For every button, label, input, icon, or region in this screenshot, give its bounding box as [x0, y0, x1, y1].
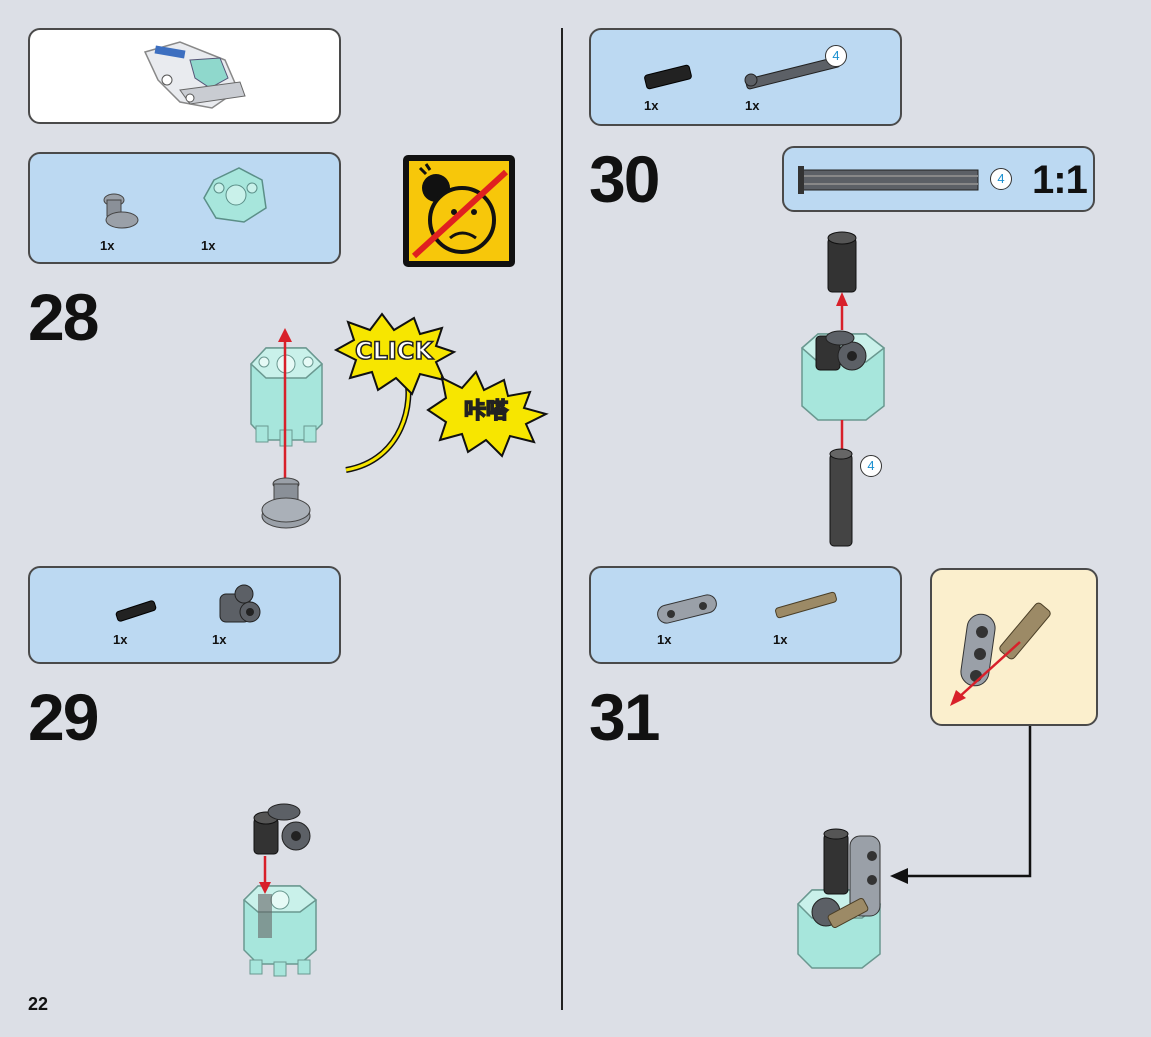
- part-tan-axle-icon: [769, 588, 849, 628]
- step29-illustration: [234, 800, 334, 980]
- step29-part1-qty: 1x: [113, 632, 127, 647]
- previous-model-preview: [28, 28, 341, 124]
- axle-length-marker: 4: [825, 45, 847, 67]
- step31-number: 31: [589, 684, 658, 750]
- part-trans-round-brick-icon: [194, 160, 274, 240]
- step31-subassembly-box: [930, 568, 1098, 726]
- part-pin-icon: [112, 598, 162, 628]
- subassembly-illustration: [932, 570, 1100, 728]
- axle-length-callout: 4: [860, 455, 882, 477]
- step31-part2-qty: 1x: [773, 632, 787, 647]
- click-label-zh: 咔嗒: [448, 393, 524, 425]
- step31-parts-box: 1x 1x: [589, 566, 902, 664]
- column-divider: [561, 28, 563, 1010]
- step28-part2-qty: 1x: [201, 238, 215, 253]
- axle-1to1-icon: [798, 160, 988, 200]
- click-label: CLICK: [346, 337, 442, 365]
- step28-parts-box: 1x 1x: [28, 152, 341, 264]
- step30-part1-qty: 1x: [644, 98, 658, 113]
- step28-number: 28: [28, 284, 97, 350]
- ruler-length-marker: 4: [990, 168, 1012, 190]
- choking-hazard-icon: [402, 154, 516, 268]
- page-number: 22: [28, 994, 48, 1015]
- step30-parts-box: 1x 1x 4: [589, 28, 902, 126]
- step29-part2-qty: 1x: [212, 632, 226, 647]
- subassembly-connector-arrow: [880, 724, 1040, 884]
- scale-label: 1:1: [1032, 158, 1087, 203]
- step29-parts-box: 1x 1x: [28, 566, 341, 664]
- model-preview-image: [30, 30, 343, 126]
- step30-number: 30: [589, 146, 658, 212]
- step30-illustration: [790, 230, 900, 550]
- part-pin-long-icon: [641, 58, 701, 98]
- step30-ruler-box: 4 1:1: [782, 146, 1095, 212]
- part-connector-icon: [210, 582, 270, 632]
- step31-illustration: [792, 828, 902, 978]
- step28-part1-qty: 1x: [100, 238, 114, 253]
- step31-part1-qty: 1x: [657, 632, 671, 647]
- step29-number: 29: [28, 684, 97, 750]
- part-beam-icon: [651, 590, 731, 630]
- step30-part2-qty: 1x: [745, 98, 759, 113]
